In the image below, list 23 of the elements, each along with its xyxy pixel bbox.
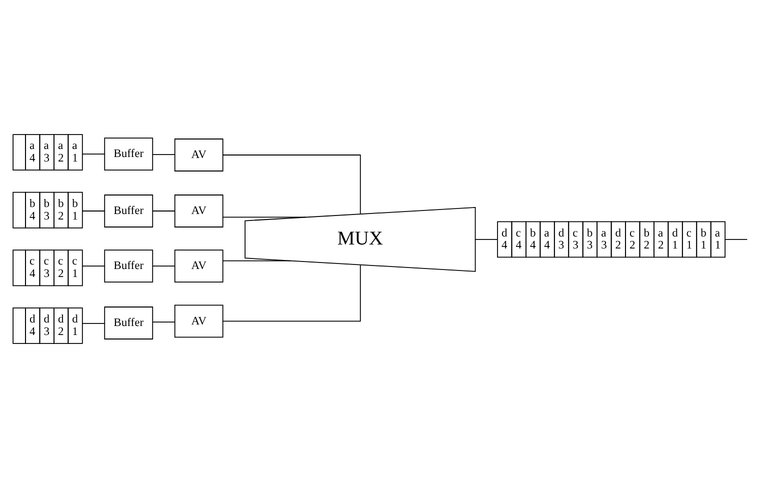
connector: [152, 266, 176, 267]
connector: [222, 264, 361, 322]
connector: [475, 239, 498, 240]
connector: [82, 323, 106, 324]
connector: [724, 239, 748, 240]
connector: [152, 210, 176, 212]
connector: [152, 154, 176, 155]
connector: [82, 266, 106, 267]
node-box: AV: [174, 138, 224, 172]
node-box: AV: [174, 194, 224, 228]
connector: [82, 154, 106, 155]
node-box: Buffer: [104, 250, 154, 283]
connector: [82, 210, 106, 212]
node-box: Buffer: [104, 138, 154, 171]
node-box: AV: [174, 250, 224, 283]
node-box: Buffer: [104, 306, 154, 340]
connector: [222, 216, 307, 218]
connector: [152, 322, 176, 323]
node-box: AV: [174, 304, 224, 338]
connector: [222, 260, 292, 262]
node-box: MUX: [244, 206, 476, 272]
connector: [222, 154, 361, 214]
node-box: Buffer: [104, 194, 154, 228]
